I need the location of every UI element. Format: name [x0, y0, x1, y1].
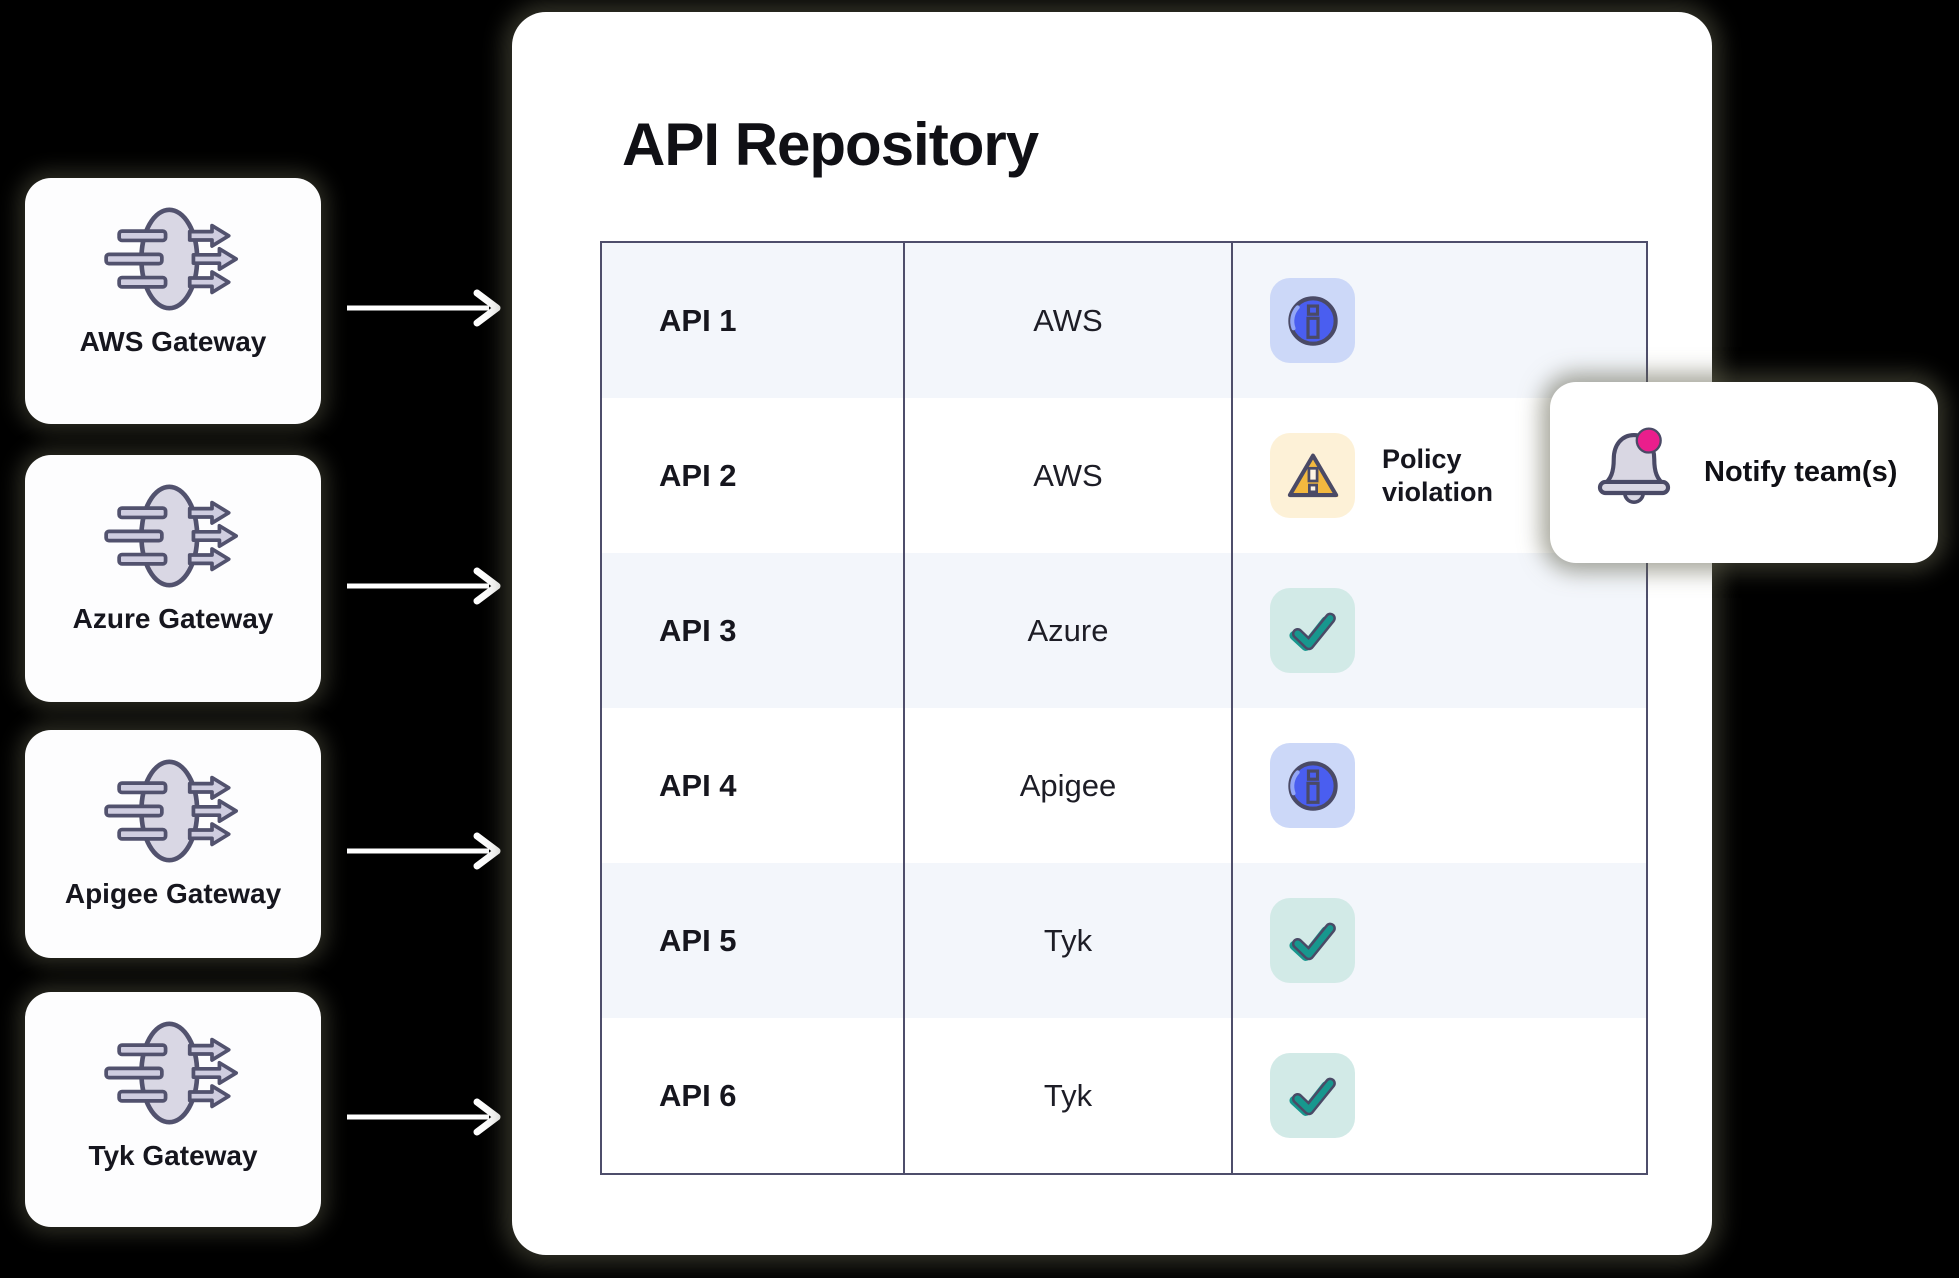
gateway-card-tyk: Tyk Gateway — [25, 992, 321, 1227]
connector-arrow — [346, 565, 511, 607]
status-cell — [1233, 1018, 1646, 1173]
check-icon — [1288, 1077, 1336, 1116]
notify-card: Notify team(s) — [1550, 382, 1938, 563]
arrow-right-icon — [347, 832, 501, 870]
api-name-cell: API 2 — [602, 398, 905, 553]
connector-arrow — [346, 287, 511, 329]
status-badge — [1270, 898, 1355, 983]
api-repository-panel: API Repository API 1 AWS API 2 AWS — [512, 12, 1712, 1255]
table-row: API 6 Tyk — [602, 1018, 1646, 1173]
gateway-cell: Azure — [905, 553, 1233, 708]
gateway-card-azure: Azure Gateway — [25, 455, 321, 702]
status-cell — [1233, 553, 1646, 708]
api-name-cell: API 3 — [602, 553, 905, 708]
api-name-cell: API 5 — [602, 863, 905, 1018]
gateway-card-label: AWS Gateway — [79, 326, 267, 357]
gateway-cell: Tyk — [905, 1018, 1233, 1173]
table-row: API 2 AWS Policy violation — [602, 398, 1646, 553]
gateway-card-label: Azure Gateway — [72, 603, 274, 634]
gateway-cell: Apigee — [905, 708, 1233, 863]
table-row: API 5 Tyk — [602, 863, 1646, 1018]
status-badge — [1270, 743, 1355, 828]
notify-label: Notify team(s) — [1704, 456, 1898, 488]
status-note: Policy violation — [1382, 444, 1494, 507]
status-cell — [1233, 863, 1646, 1018]
gateway-card-apigee: Apigee Gateway — [25, 730, 321, 958]
check-icon — [1288, 612, 1336, 651]
panel-title: API Repository — [622, 111, 1039, 178]
status-cell — [1233, 708, 1646, 863]
gateway-icon — [104, 484, 239, 588]
gateway-icon — [104, 207, 239, 311]
gateway-card-label: Tyk Gateway — [88, 1140, 258, 1171]
table-row: API 4 Apigee — [602, 708, 1646, 863]
bell-notification-icon — [1588, 421, 1680, 524]
info-icon — [1287, 295, 1338, 346]
info-icon — [1287, 760, 1338, 811]
status-cell: Policy violation — [1233, 398, 1646, 553]
arrow-right-icon — [347, 1098, 501, 1136]
api-name-cell: API 6 — [602, 1018, 905, 1173]
status-badge — [1270, 588, 1355, 673]
warning-icon — [1287, 453, 1338, 497]
table-row: API 1 AWS — [602, 243, 1646, 398]
gateway-cell: Tyk — [905, 863, 1233, 1018]
status-badge — [1270, 278, 1355, 363]
status-cell — [1233, 243, 1646, 398]
table-row: API 3 Azure — [602, 553, 1646, 708]
arrow-right-icon — [347, 567, 501, 605]
check-icon — [1288, 922, 1336, 961]
connector-arrow — [346, 1096, 511, 1138]
connector-arrow — [346, 830, 511, 872]
arrow-right-icon — [347, 289, 501, 327]
api-name-cell: API 1 — [602, 243, 905, 398]
gateway-card-label: Apigee Gateway — [64, 878, 282, 909]
api-name-cell: API 4 — [602, 708, 905, 863]
gateway-icon — [104, 759, 239, 863]
gateway-card-aws: AWS Gateway — [25, 178, 321, 424]
gateway-cell: AWS — [905, 398, 1233, 553]
status-badge — [1270, 1053, 1355, 1138]
gateway-icon — [104, 1021, 239, 1125]
status-badge — [1270, 433, 1355, 518]
api-table: API 1 AWS API 2 AWS Policy viola — [600, 241, 1648, 1175]
bell-icon — [1597, 427, 1671, 505]
gateway-cell: AWS — [905, 243, 1233, 398]
